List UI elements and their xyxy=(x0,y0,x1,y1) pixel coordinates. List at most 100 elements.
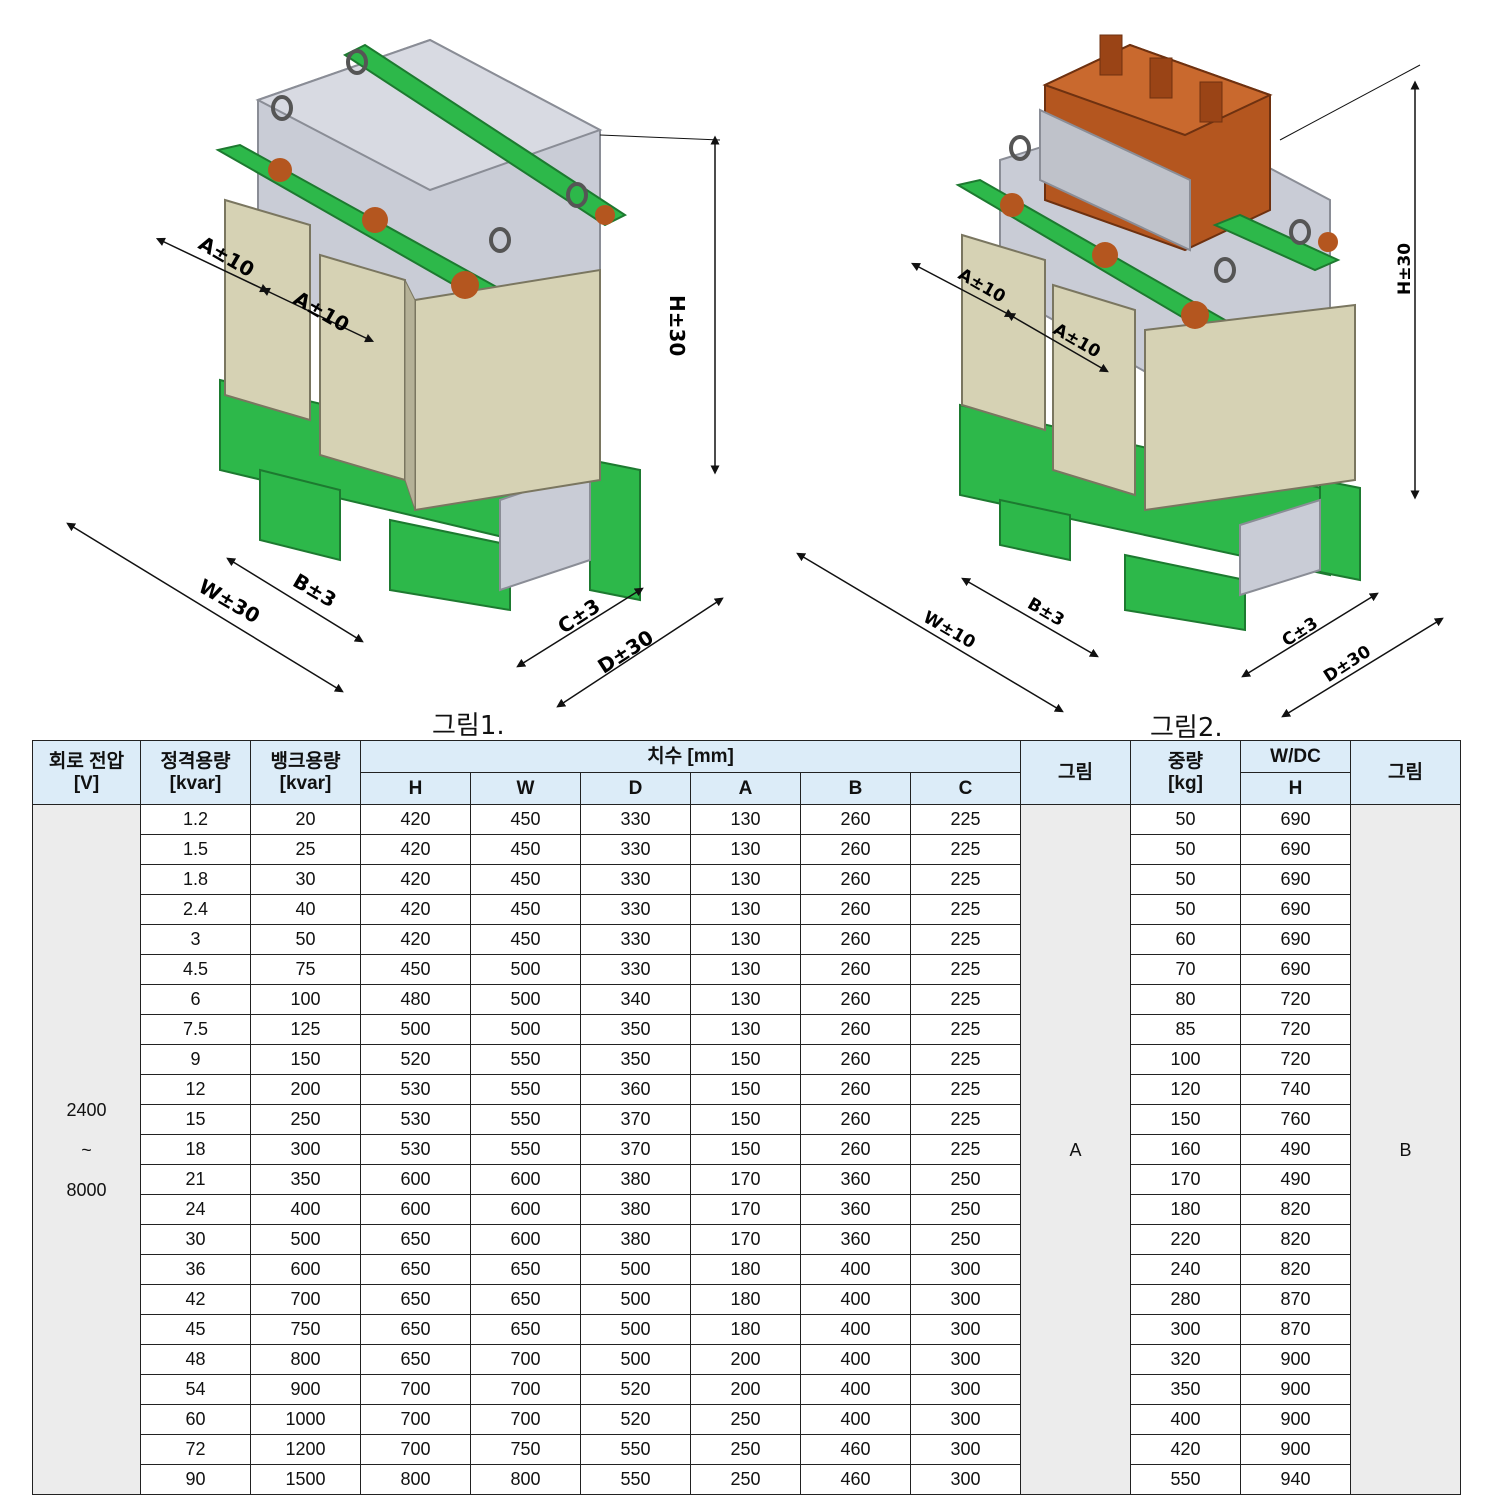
cell-dim-h: 420 xyxy=(360,804,471,835)
cell-bank-kvar: 300 xyxy=(250,1134,361,1165)
header-dim-d: D xyxy=(580,772,691,805)
cell-dim-b: 260 xyxy=(800,1014,911,1045)
header-dim-b: B xyxy=(800,772,911,805)
cell-rated-kvar: 15 xyxy=(140,1104,251,1135)
cell-dim-b: 400 xyxy=(800,1374,911,1405)
cell-weight-kg: 320 xyxy=(1130,1344,1241,1375)
cell-dim-c: 300 xyxy=(910,1254,1021,1285)
cell-dim-a: 180 xyxy=(690,1254,801,1285)
cell-dim-c: 225 xyxy=(910,1074,1021,1105)
cell-rated-kvar: 2.4 xyxy=(140,894,251,925)
header-dim-a: A xyxy=(690,772,801,805)
cell-weight-kg: 150 xyxy=(1130,1104,1241,1135)
cell-wdc-h: 490 xyxy=(1240,1134,1351,1165)
cell-dim-a: 130 xyxy=(690,834,801,865)
cell-dim-d: 380 xyxy=(580,1164,691,1195)
cell-wdc-h: 490 xyxy=(1240,1164,1351,1195)
cell-dim-h: 500 xyxy=(360,1014,471,1045)
cell-dim-h: 530 xyxy=(360,1134,471,1165)
cell-wdc-h: 740 xyxy=(1240,1074,1351,1105)
cell-dim-d: 340 xyxy=(580,984,691,1015)
fig2-dim-c: C±3 xyxy=(1279,613,1322,651)
cell-dim-h: 530 xyxy=(360,1104,471,1135)
header-rated-capacity: 정격용량[kvar] xyxy=(140,740,251,805)
cell-dim-a: 130 xyxy=(690,804,801,835)
cell-bank-kvar: 125 xyxy=(250,1014,361,1045)
cell-rated-kvar: 12 xyxy=(140,1074,251,1105)
cell-dim-b: 400 xyxy=(800,1404,911,1435)
cell-weight-kg: 160 xyxy=(1130,1134,1241,1165)
fig1-dim-w: W±30 xyxy=(195,574,265,628)
cell-wdc-h: 900 xyxy=(1240,1374,1351,1405)
cell-dim-a: 250 xyxy=(690,1464,801,1495)
cell-rated-kvar: 18 xyxy=(140,1134,251,1165)
cell-dim-h: 650 xyxy=(360,1254,471,1285)
cell-dim-d: 520 xyxy=(580,1374,691,1405)
cell-wdc-h: 820 xyxy=(1240,1224,1351,1255)
cell-wdc-h: 690 xyxy=(1240,894,1351,925)
cell-weight-kg: 300 xyxy=(1130,1314,1241,1345)
cell-dim-a: 150 xyxy=(690,1134,801,1165)
cell-rated-kvar: 9 xyxy=(140,1044,251,1075)
cell-dim-a: 130 xyxy=(690,954,801,985)
cell-dim-c: 225 xyxy=(910,1044,1021,1075)
cell-dim-w: 800 xyxy=(470,1464,581,1495)
cell-dim-a: 170 xyxy=(690,1164,801,1195)
cell-dim-d: 330 xyxy=(580,804,691,835)
cell-wdc-h: 720 xyxy=(1240,1014,1351,1045)
cell-bank-kvar: 600 xyxy=(250,1254,361,1285)
cell-dim-w: 650 xyxy=(470,1284,581,1315)
cell-dim-d: 500 xyxy=(580,1344,691,1375)
cell-bank-kvar: 40 xyxy=(250,894,361,925)
cell-wdc-h: 690 xyxy=(1240,954,1351,985)
cell-dim-h: 700 xyxy=(360,1374,471,1405)
cell-dim-w: 550 xyxy=(470,1104,581,1135)
cell-dim-d: 350 xyxy=(580,1014,691,1045)
cell-dim-h: 650 xyxy=(360,1284,471,1315)
cell-bank-kvar: 1000 xyxy=(250,1404,361,1435)
cell-rated-kvar: 1.2 xyxy=(140,804,251,835)
cell-rated-kvar: 48 xyxy=(140,1344,251,1375)
cell-dim-w: 550 xyxy=(470,1074,581,1105)
cell-dim-w: 650 xyxy=(470,1314,581,1345)
cell-dim-w: 700 xyxy=(470,1404,581,1435)
cell-weight-kg: 280 xyxy=(1130,1284,1241,1315)
cell-dim-a: 130 xyxy=(690,924,801,955)
cell-dim-h: 480 xyxy=(360,984,471,1015)
header-wdc-h: H xyxy=(1240,772,1351,805)
reactor-illustrations: A±10 A±10 H±30 W±30 B±3 C±3 D±30 xyxy=(66,34,1444,718)
fig1-dim-b: B±3 xyxy=(289,569,341,613)
cell-dim-w: 650 xyxy=(470,1254,581,1285)
cell-dim-w: 500 xyxy=(470,954,581,985)
fig2-dim-w: W±10 xyxy=(920,608,979,654)
cell-bank-kvar: 20 xyxy=(250,804,361,835)
cell-wdc-h: 900 xyxy=(1240,1404,1351,1435)
cell-bank-kvar: 400 xyxy=(250,1194,361,1225)
cell-dim-b: 360 xyxy=(800,1194,911,1225)
header-dim-w: W xyxy=(470,772,581,805)
cell-bank-kvar: 100 xyxy=(250,984,361,1015)
cell-bank-kvar: 750 xyxy=(250,1314,361,1345)
cell-rated-kvar: 21 xyxy=(140,1164,251,1195)
cell-weight-kg: 350 xyxy=(1130,1374,1241,1405)
cell-dim-b: 260 xyxy=(800,984,911,1015)
cell-dim-a: 130 xyxy=(690,864,801,895)
cell-dim-d: 370 xyxy=(580,1134,691,1165)
cell-weight-kg: 70 xyxy=(1130,954,1241,985)
header-figure-b: 그림 xyxy=(1350,740,1461,805)
cell-dim-b: 260 xyxy=(800,864,911,895)
cell-wdc-h: 720 xyxy=(1240,1044,1351,1075)
cell-dim-c: 225 xyxy=(910,924,1021,955)
cell-rated-kvar: 1.5 xyxy=(140,834,251,865)
cell-weight-kg: 180 xyxy=(1130,1194,1241,1225)
cell-weight-kg: 60 xyxy=(1130,924,1241,955)
cell-dim-h: 530 xyxy=(360,1074,471,1105)
cell-wdc-h: 870 xyxy=(1240,1314,1351,1345)
cell-weight-kg: 220 xyxy=(1130,1224,1241,1255)
